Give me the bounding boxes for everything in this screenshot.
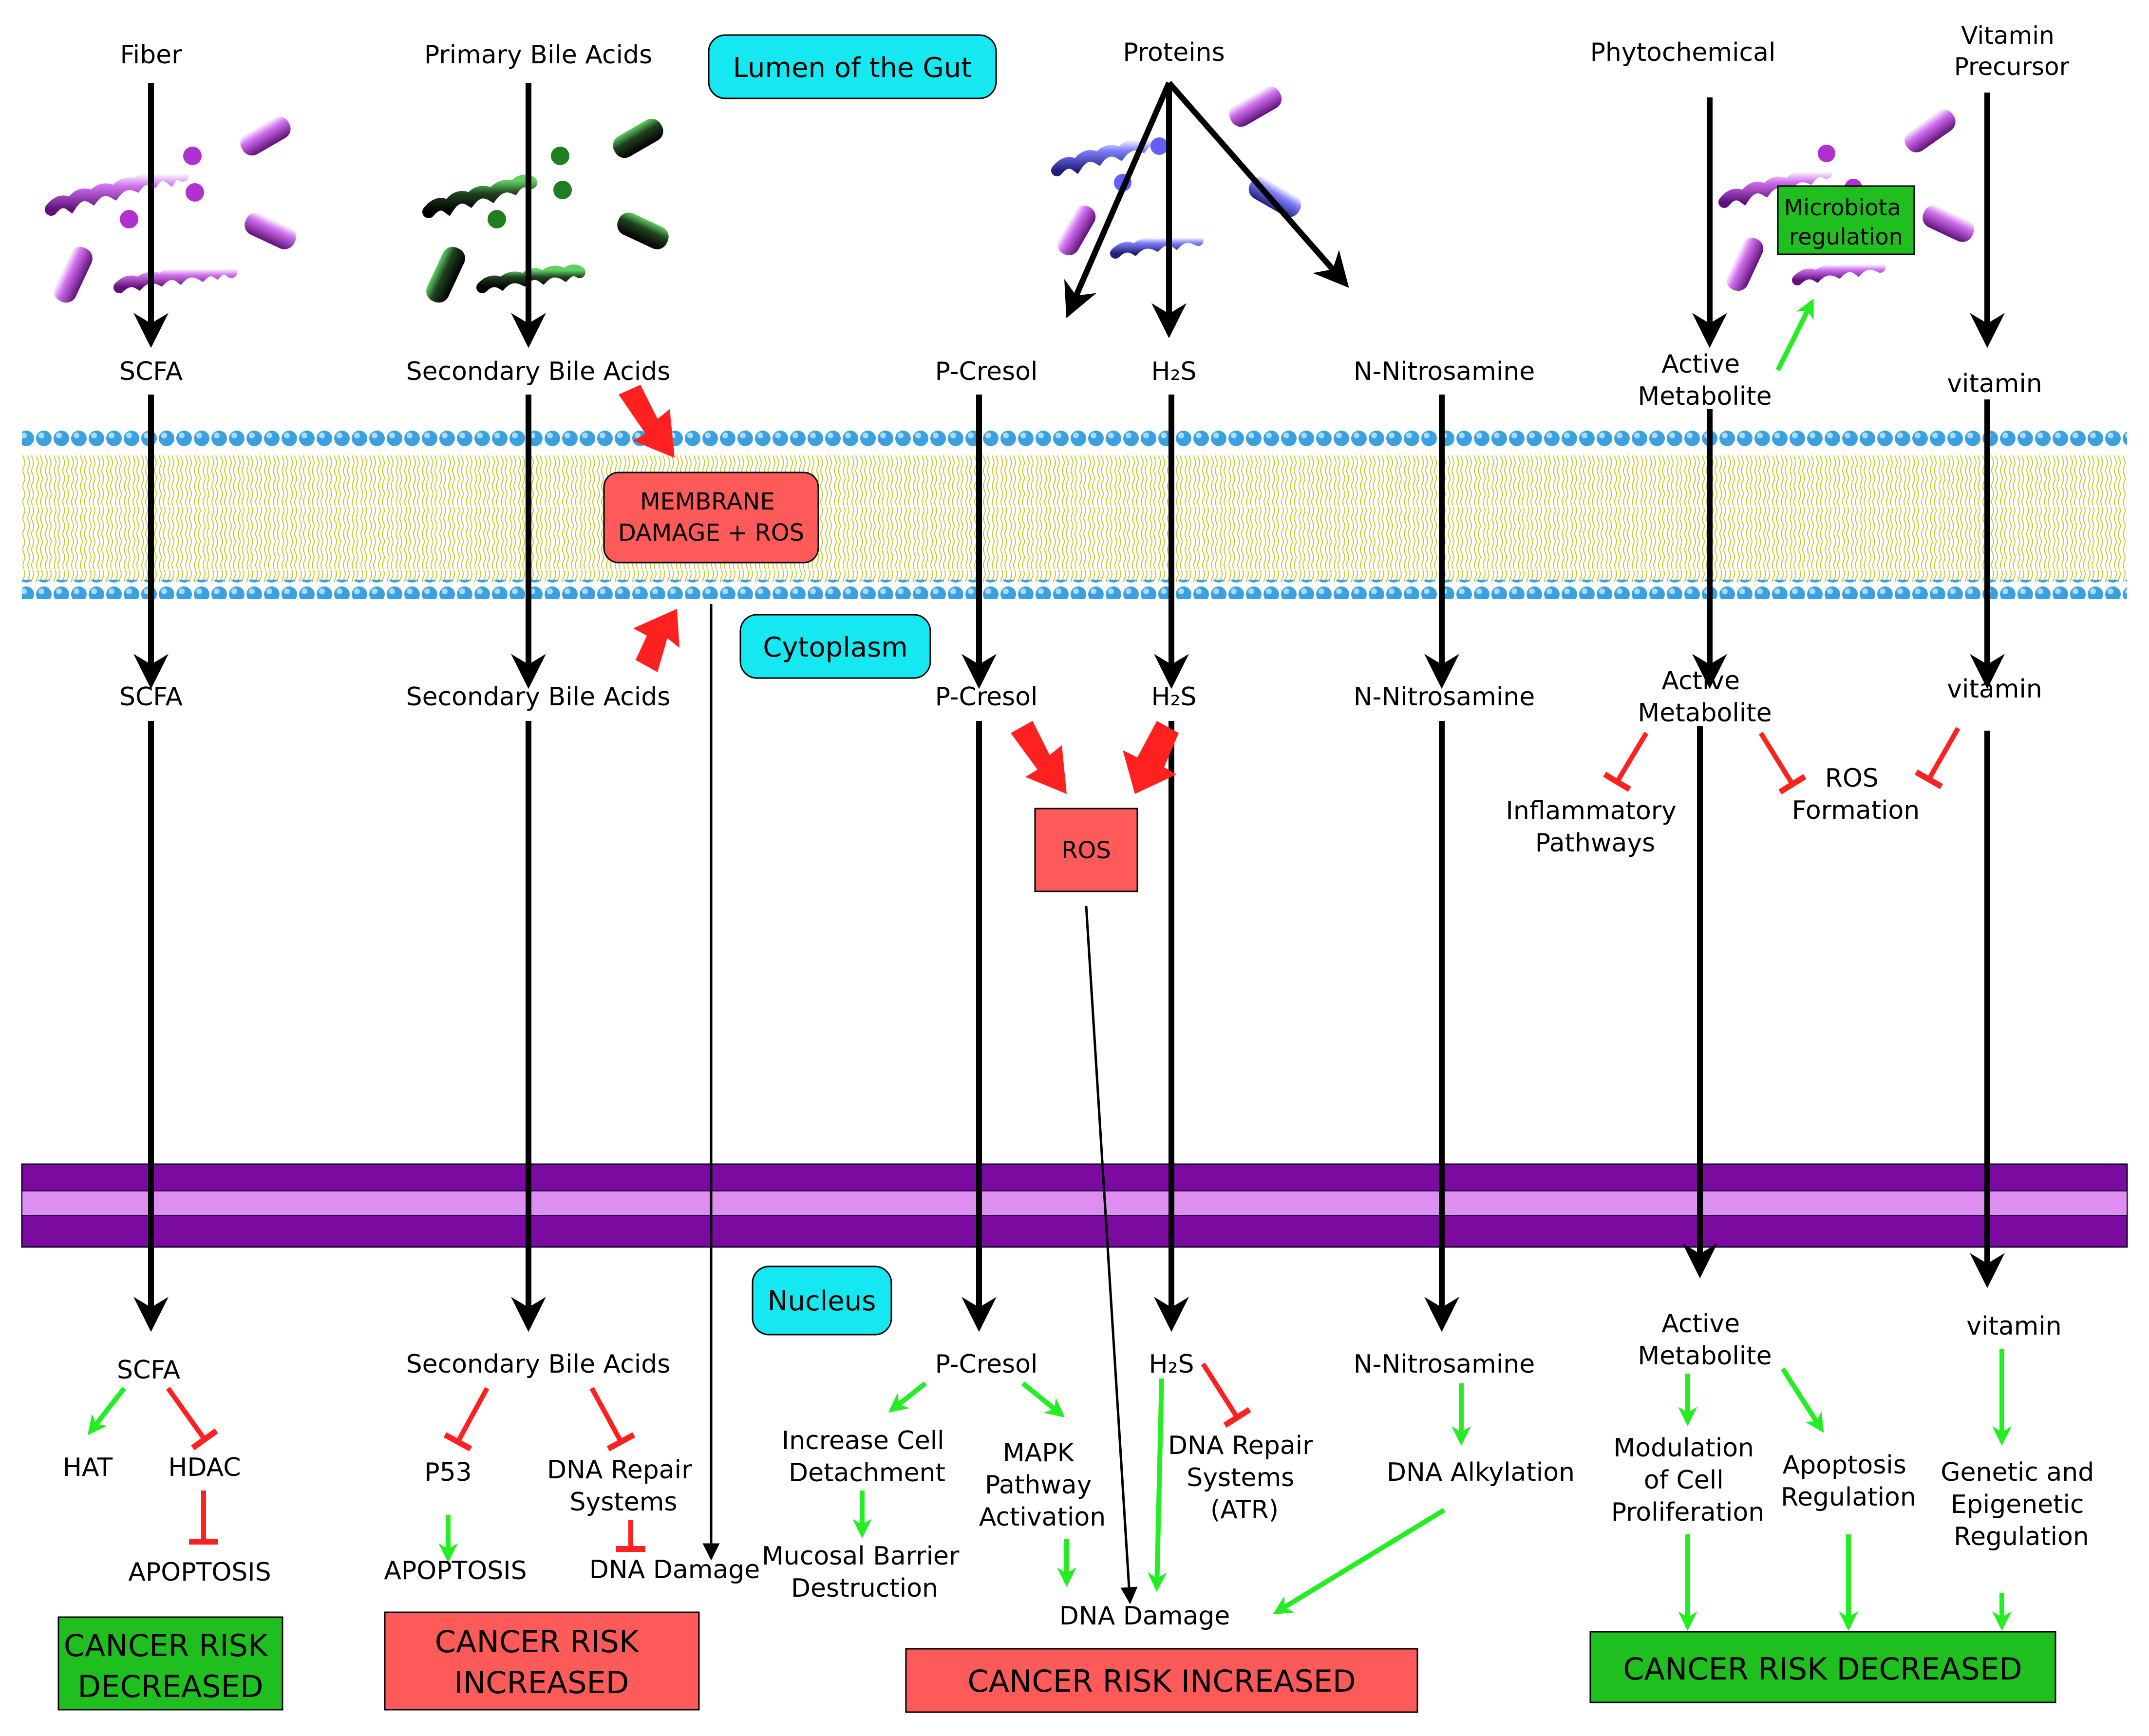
dna-damage-label-2: DNA Damage bbox=[1059, 1602, 1230, 1631]
outcome-increased-1: CANCER RISK INCREASED bbox=[384, 1611, 700, 1711]
bacteria-cluster-bile bbox=[422, 118, 669, 303]
cytoplasm-pcresol: P-Cresol bbox=[935, 682, 1038, 712]
thin-arrows bbox=[702, 604, 1138, 1604]
source-phytochemical: Phytochemical bbox=[1590, 38, 1776, 67]
svg-text:CANCER RISK DECREASED: CANCER RISK DECREASED bbox=[1623, 1651, 2022, 1687]
dna-alkylation-label: DNA Alkylation bbox=[1387, 1458, 1575, 1487]
lumen-h2s: H₂S bbox=[1151, 357, 1197, 386]
cytoplasm-scfa: SCFA bbox=[119, 682, 183, 712]
ros-formation: ROS Formation bbox=[1792, 764, 1920, 825]
svg-text:Lumen of the Gut: Lumen of the Gut bbox=[733, 52, 972, 84]
outcome-increased-2: CANCER RISK INCREASED bbox=[905, 1648, 1418, 1713]
dna-repair-atr-label: DNA Repair Systems (ATR) bbox=[1168, 1431, 1321, 1525]
membrane-damage-arrows bbox=[619, 385, 1179, 794]
svg-text:ROS: ROS bbox=[1061, 837, 1111, 864]
mapk-label: MAPK Pathway Activation bbox=[979, 1438, 1106, 1532]
cytoplasm-h2s: H₂S bbox=[1151, 682, 1197, 712]
microbiota-regulation-box: Microbiota regulation bbox=[1777, 185, 1915, 255]
p53-label: P53 bbox=[424, 1458, 472, 1487]
genetic-epigenetic-label: Genetic and Epigenetic Regulation bbox=[1941, 1458, 2102, 1551]
cytoplasm-label: Cytoplasm bbox=[739, 614, 931, 679]
lumen-nitrosamine: N-Nitrosamine bbox=[1354, 357, 1535, 386]
nucleus-label: Nucleus bbox=[752, 1265, 892, 1336]
promote-arrows bbox=[88, 298, 2012, 1631]
bacteria-cluster-fiber bbox=[45, 116, 296, 303]
lumen-pcresol: P-Cresol bbox=[935, 357, 1038, 386]
mucosal-barrier-label: Mucosal Barrier Destruction bbox=[762, 1542, 967, 1603]
cytoplasm-vitamin: vitamin bbox=[1947, 675, 2042, 704]
modulation-proliferation-label: Modulation of Cell Proliferation bbox=[1611, 1434, 1765, 1527]
lumen-active-metabolite: Active Metabolite bbox=[1638, 350, 1772, 411]
membrane-damage-box: MEMBRANE DAMAGE + ROS bbox=[603, 472, 819, 564]
source-vitamin-precursor: Vitamin Precursor bbox=[1954, 21, 2070, 81]
apoptosis-regulation-label: Apoptosis Regulation bbox=[1781, 1451, 1916, 1512]
hdac-label: HDAC bbox=[168, 1453, 241, 1482]
dna-repair-systems-label: DNA Repair Systems bbox=[547, 1455, 700, 1517]
inhibit-lines bbox=[166, 727, 1960, 1552]
cytoplasm-nitrosamine: N-Nitrosamine bbox=[1354, 682, 1535, 712]
svg-text:Nucleus: Nucleus bbox=[768, 1285, 876, 1317]
bacteria-cluster-proteins bbox=[1051, 86, 1301, 259]
nuclear-envelope bbox=[21, 1163, 2128, 1248]
nucleus-scfa: SCFA bbox=[117, 1356, 180, 1385]
nucleus-active-metabolite: Active Metabolite bbox=[1638, 1309, 1772, 1371]
svg-text:CANCER RISK DECREASED: CANCER RISK DECREASED bbox=[64, 1628, 277, 1704]
lumen-label: Lumen of the Gut bbox=[708, 34, 997, 99]
nucleus-h2s: H₂S bbox=[1149, 1350, 1194, 1379]
cytoplasm-secondary-bile-acids: Secondary Bile Acids bbox=[406, 682, 671, 712]
inflammatory-pathways: Inflammatory Pathways bbox=[1506, 796, 1685, 858]
dna-damage-label-1: DNA Damage bbox=[589, 1555, 760, 1585]
ros-box: ROS bbox=[1034, 808, 1138, 892]
source-proteins: Proteins bbox=[1123, 38, 1225, 67]
source-fiber: Fiber bbox=[120, 40, 183, 70]
cell-detachment-label: Increase Cell Detachment bbox=[782, 1426, 952, 1488]
lumen-vitamin: vitamin bbox=[1947, 369, 2042, 398]
lumen-scfa: SCFA bbox=[119, 357, 183, 386]
hat-label: HAT bbox=[63, 1453, 113, 1482]
nucleus-nitrosamine: N-Nitrosamine bbox=[1354, 1350, 1535, 1379]
nucleus-vitamin: vitamin bbox=[1966, 1312, 2062, 1341]
svg-text:Cytoplasm: Cytoplasm bbox=[763, 632, 908, 663]
svg-text:Microbiota regulation: Microbiota regulation bbox=[1784, 194, 1908, 250]
source-primary-bile-acids: Primary Bile Acids bbox=[424, 40, 652, 70]
apoptosis-label-2: APOPTOSIS bbox=[384, 1556, 527, 1585]
nucleus-secondary-bile-acids: Secondary Bile Acids bbox=[406, 1350, 671, 1379]
svg-text:CANCER RISK INCREASED: CANCER RISK INCREASED bbox=[967, 1663, 1356, 1699]
svg-text:CANCER RISK INCREASED: CANCER RISK INCREASED bbox=[435, 1624, 648, 1700]
cytoplasm-active-metabolite: Active Metabolite bbox=[1638, 666, 1772, 728]
svg-text:MEMBRANE DAMAGE + ROS: MEMBRANE DAMAGE + ROS bbox=[618, 488, 804, 547]
cell-membrane bbox=[22, 429, 2127, 599]
apoptosis-label-1: APOPTOSIS bbox=[128, 1558, 271, 1587]
main-pathway-arrows bbox=[133, 81, 2005, 1332]
lumen-secondary-bile-acids: Secondary Bile Acids bbox=[406, 357, 671, 386]
outcome-decreased-2: CANCER RISK DECREASED bbox=[1589, 1631, 2056, 1703]
outcome-decreased-1: CANCER RISK DECREASED bbox=[57, 1616, 283, 1711]
nucleus-pcresol: P-Cresol bbox=[935, 1350, 1038, 1379]
